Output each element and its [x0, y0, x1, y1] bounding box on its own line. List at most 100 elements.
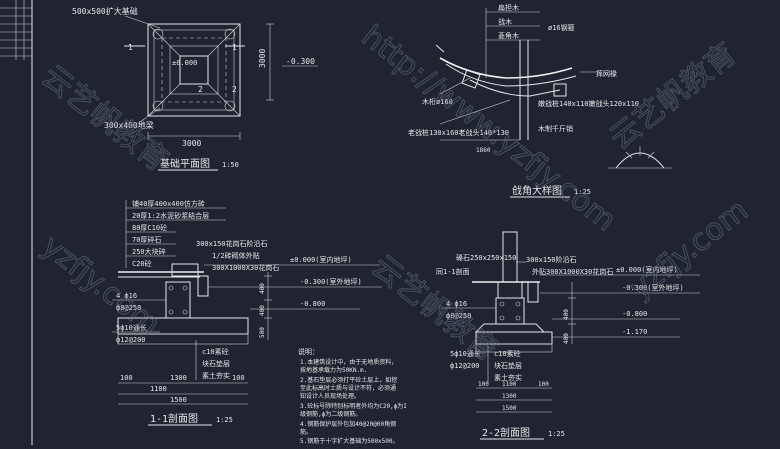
- s1-scale: 1:25: [216, 416, 233, 424]
- notes-line-2: 按地基承载力为50KN.m.: [300, 366, 367, 374]
- s2-scale: 1:25: [548, 430, 565, 438]
- plan-outer-footing: [147, 23, 241, 117]
- design-notes: 说明： 1.本建筑设计中，由于无地质资料， 按地基承载力为50KN.m. 2.基…: [298, 347, 407, 445]
- s2-rebar-a: 4 ф16: [446, 300, 467, 308]
- s1-ground-beam: [165, 281, 191, 319]
- s2-elev-out: -0.300(室外地坪): [622, 283, 684, 292]
- watermark-brand-3: 云艺帆教育: [365, 249, 505, 369]
- s2-base-b: 块石垫层: [494, 361, 522, 370]
- s1-curb-label: 300x150花岗石阶沿石: [196, 239, 268, 248]
- s1-rebar-d: ф12@200: [116, 336, 146, 344]
- corner-label-5: 摔网椽: [596, 69, 617, 78]
- plan-column-base: [179, 55, 209, 85]
- s1-dim-v2: 400: [259, 305, 266, 316]
- notes-line-7: 级钢筋,ф为二级钢筋。: [300, 410, 361, 418]
- s1-wall-label: 1/2砖砌体外贴: [212, 251, 260, 260]
- s1-dim-h1: 100: [120, 374, 133, 382]
- s1-granite-label: 300X1000X30花岗石: [212, 263, 279, 272]
- s2-elev-low: -0.800: [622, 310, 647, 318]
- s2-title: 2-2剖面图: [482, 426, 530, 439]
- corner-label-3: 菱角木: [498, 31, 519, 40]
- s1-rebar-c: 5ф10通长: [116, 323, 147, 332]
- s2-rebar-b: ф8@250: [446, 312, 471, 320]
- corner-label-2: 戗木: [498, 17, 512, 26]
- s1-layer-5: 250大块碎: [132, 247, 166, 256]
- s1-layer-3: 80厚C10砼: [132, 223, 167, 232]
- corner-title: 戗角大样图: [512, 184, 562, 197]
- s2-elev-bottom: -1.170: [622, 328, 647, 336]
- s2-base-a: c10素砼: [494, 349, 521, 358]
- notes-line-1: 1.本建筑设计中，由于无地质资料，: [300, 358, 397, 366]
- s1-layer-6: C20砼: [132, 259, 152, 268]
- s2-dim-h2: 1100: [502, 381, 517, 388]
- s1-elev-low: -0.800: [300, 300, 325, 308]
- s1-dim-h4: 1100: [150, 385, 167, 393]
- corner-dim: 1860: [476, 147, 491, 154]
- s1-dim-v1: 400: [259, 283, 266, 294]
- s2-base-c: 素土夯实: [494, 373, 522, 382]
- corner-label-4: ø16钢箍: [548, 23, 575, 32]
- notes-line-3: 2.基石垫层必须打平砼土层上，如挖: [300, 376, 397, 384]
- watermark-domain-2: yzfjy.com: [623, 193, 754, 306]
- plan-dim-height: 3000: [258, 49, 267, 68]
- plan-beam-label: 300x400地梁: [104, 120, 154, 130]
- corner-rafter-curve: [439, 57, 573, 79]
- notes-line-4: 至此标高时土质与设计不符，必须通: [300, 384, 396, 392]
- s2-plinth-label: 磉石250x250x150: [456, 253, 516, 262]
- notes-line-10: 5.钢筋于十字扩大基础为500x500。: [300, 437, 399, 445]
- notes-title: 说明：: [298, 347, 319, 356]
- section-2-2: 磉石250x250x150 同1-1剖面 300x150阶沿石 外贴300X10…: [436, 231, 700, 440]
- s1-dim-h2: 1300: [170, 374, 187, 382]
- s1-layer-4: 70厚碎石: [132, 235, 161, 244]
- corner-label-9: 木制千斤销: [538, 124, 573, 133]
- watermark-url-1: http://www.yzfjy.com: [355, 19, 622, 239]
- s2-dim-h1: 100: [478, 381, 489, 388]
- notes-line-9: 筋。: [300, 428, 312, 436]
- s2-dim-h5: 1500: [502, 405, 517, 412]
- s2-granite-label: 外贴300X1000X30花岗石: [532, 267, 613, 276]
- corner-label-7: 嫩戗桩140x110嫩戗头120x110: [538, 99, 639, 108]
- s1-dim-h5: 1500: [170, 396, 187, 404]
- plan-elev-text: ±0.000: [172, 59, 197, 67]
- watermark-domain-1: yzfjy.com: [35, 229, 166, 342]
- s2-dim-h4: 1300: [502, 393, 517, 400]
- s2-rebar-c: 5ф10通长: [450, 349, 481, 358]
- plan-elev-outside: -0.300: [286, 57, 315, 66]
- s2-ground-beam: [495, 297, 525, 325]
- corner-label-6: 木桁ø160: [422, 97, 453, 106]
- notes-line-5: 知设计人员现场处理。: [300, 392, 360, 400]
- s1-base-a: c10素砼: [202, 347, 229, 356]
- s2-curb-label: 300x150阶沿石: [526, 255, 577, 264]
- plan-dim-width: 3000: [182, 139, 201, 148]
- s1-title: 1-1剖面图: [150, 412, 198, 425]
- notes-line-8: 4.钢筋保护层外包加40@20@00角钢: [300, 420, 396, 428]
- s1-layer-1: 铺40厚400x400仿方砖: [132, 199, 205, 208]
- title-block-strip: [0, 0, 32, 60]
- s1-elev-out: -0.300(室外地坪): [300, 277, 362, 286]
- s1-dim-h3: 100: [232, 374, 245, 382]
- plan-foundation-label: 500x500扩大基础: [72, 6, 138, 16]
- corner-label-8: 老戗桩130x160老戗头140*130: [408, 128, 509, 137]
- corner-scale: 1:25: [574, 188, 591, 196]
- s2-elev-in: ±0.000(室内地坪): [616, 265, 678, 274]
- s2-dim-v2: 400: [563, 333, 570, 344]
- s1-layer-2: 20厚1:2水泥砂浆结合层: [132, 211, 209, 220]
- watermark-brand-2: 云艺帆教育: [603, 36, 743, 156]
- plan-mark-1a: 1: [128, 43, 133, 52]
- s2-same-label: 同1-1剖面: [436, 267, 470, 276]
- plan-mark-2a: 2: [198, 85, 203, 94]
- s1-base-b: 块石垫层: [202, 359, 230, 368]
- s2-rebar-d: ф12@200: [450, 362, 480, 370]
- plan-mark-1b: 1: [232, 43, 237, 52]
- plan-title: 基础平面图: [160, 157, 210, 170]
- s1-base-c: 素土夯实: [202, 371, 230, 380]
- plan-mark-2b: 2: [232, 85, 237, 94]
- section-1-1: 铺40厚400x400仿方砖 20厚1:2水泥砂浆结合层 80厚C10砼 70厚…: [112, 199, 382, 426]
- foundation-plan: 500x500扩大基础 ±0.000 1 1 2 2 300x400地梁 300…: [72, 6, 318, 171]
- s1-rebar-a: 4 ф16: [116, 292, 137, 300]
- plan-scale: 1:50: [222, 161, 239, 169]
- s1-rebar-b: ф8@250: [116, 304, 141, 312]
- s1-dim-v3: 500: [259, 327, 266, 338]
